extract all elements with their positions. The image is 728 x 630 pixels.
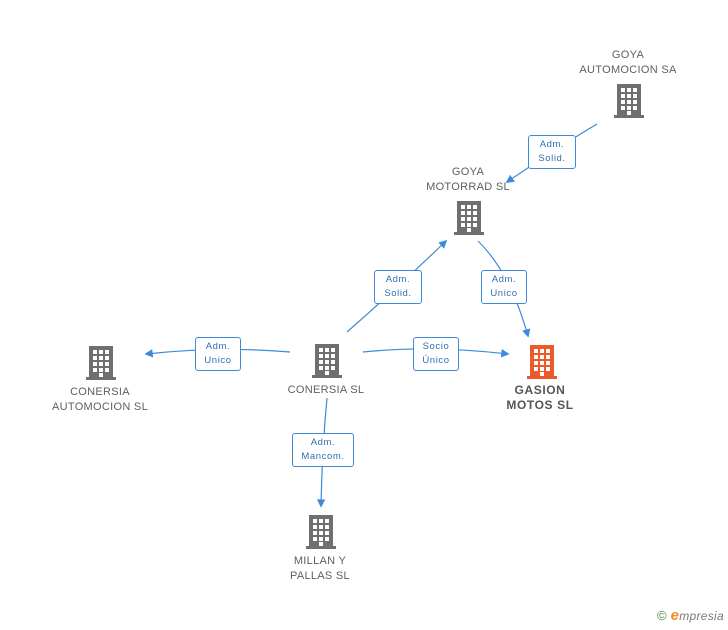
node-label: GASION MOTOS SL [506,383,574,412]
node-label: GOYA AUTOMOCION SA [579,49,677,76]
footer-brand: © empresia [657,607,724,624]
edge-label-conersia-automocion[interactable]: Adm. Unico [195,337,241,371]
node-gasion-motos[interactable]: GASION MOTOS SL [478,383,602,413]
node-label: CONERSIA AUTOMOCION SL [52,386,148,413]
building-icon[interactable] [86,346,116,380]
building-icon[interactable] [614,84,644,118]
edge-label-conersia-millan[interactable]: Adm. Mancom. [292,433,354,467]
node-conersia[interactable]: CONERSIA SL [264,383,388,398]
edge-label-goya-auto-motorrad[interactable]: Adm. Solid. [528,135,576,169]
node-millan-pallas[interactable]: MILLAN Y PALLAS SL [258,554,382,584]
node-label: MILLAN Y PALLAS SL [290,555,350,582]
copyright-icon: © [656,608,667,623]
building-icon[interactable] [306,515,336,549]
brand-logo[interactable]: empresia [670,607,724,624]
building-icon[interactable] [454,201,484,235]
node-label: CONERSIA SL [287,384,365,396]
building-icon[interactable] [527,345,557,379]
node-conersia-automocion[interactable]: CONERSIA AUTOMOCION SL [38,385,162,415]
edge-label-conersia-gasion[interactable]: Socio Único [413,337,459,371]
node-goya-automocion[interactable]: GOYA AUTOMOCION SA [566,48,690,78]
node-goya-motorrad[interactable]: GOYA MOTORRAD SL [406,165,530,195]
node-label: GOYA MOTORRAD SL [426,166,510,193]
edge-label-motorrad-gasion[interactable]: Adm. Unico [481,270,527,304]
edge-label-conersia-motorrad[interactable]: Adm. Solid. [374,270,422,304]
building-icon[interactable] [312,344,342,378]
